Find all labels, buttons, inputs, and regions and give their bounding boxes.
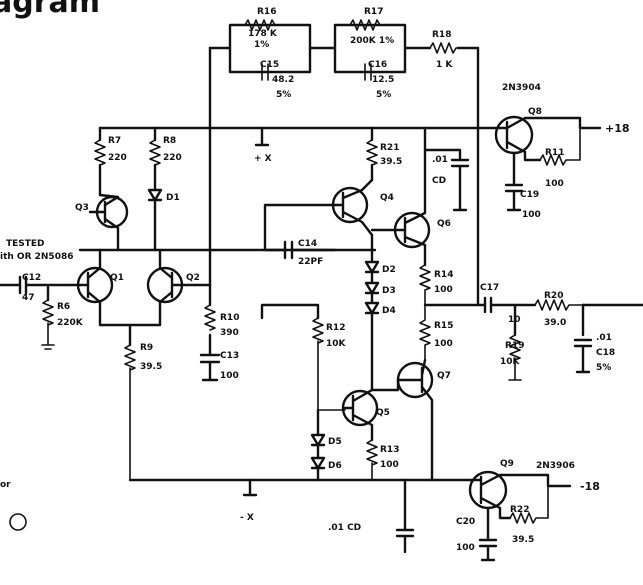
label-d1: D1 xyxy=(166,193,180,203)
label-c19: C19 xyxy=(520,190,539,200)
label-r8: R8 xyxy=(163,136,176,146)
value-r17: 200K 1% xyxy=(350,36,394,46)
value-c15: 48.2 xyxy=(272,75,294,85)
label-c18: C18 xyxy=(596,348,615,358)
label-r22: R22 xyxy=(510,505,529,515)
label-c12: C12 xyxy=(22,273,41,283)
value-c16: 12.5 xyxy=(372,75,394,85)
value-c20: 100 xyxy=(456,543,475,553)
value-r6: 220K xyxy=(57,318,84,328)
transistor-q5 xyxy=(341,378,400,442)
tol-c18: 5% xyxy=(596,363,611,373)
label-q9: Q9 xyxy=(500,459,514,469)
part-q9: 2N3906 xyxy=(536,461,575,471)
value-c13: 100 xyxy=(220,371,239,381)
label-q3: Q3 xyxy=(75,203,89,213)
label-d5: D5 xyxy=(328,437,342,447)
transistor-q4 xyxy=(331,178,374,237)
label-r21: R11 xyxy=(545,148,564,158)
tol-c16: 5% xyxy=(376,90,391,100)
rail-pos-ground xyxy=(254,126,270,147)
value-r21: 100 xyxy=(545,179,564,189)
label-r6: R6 xyxy=(57,302,70,312)
bottom-cap-label: .01 CD xyxy=(328,523,361,533)
label-c17: C17 xyxy=(480,283,499,293)
value-r8: 220 xyxy=(163,153,182,163)
label-r17: R17 xyxy=(364,7,383,17)
diagram-title: agram xyxy=(0,0,100,20)
transistor-q3 xyxy=(88,193,129,252)
label-q6: Q6 xyxy=(437,219,451,229)
transistor-q1 xyxy=(68,248,114,327)
label-q1: Q1 xyxy=(110,273,124,283)
label-q5: Q5 xyxy=(376,408,390,418)
value-c14: 22PF xyxy=(298,257,323,267)
value-c17: 10 xyxy=(508,315,521,325)
value-c19: 100 xyxy=(522,210,541,220)
label-r18: R18 xyxy=(432,30,451,40)
page-fragment: or xyxy=(0,480,11,490)
part-q8: 2N3904 xyxy=(502,83,541,93)
value-r18: 1 K xyxy=(436,60,453,70)
tol-c15: 5% xyxy=(276,90,291,100)
tol-c21: CD xyxy=(432,176,446,186)
label-c14: C14 xyxy=(298,239,317,249)
label-r13: R13 xyxy=(380,445,399,455)
feedback-network xyxy=(208,19,480,307)
label-r19: R19 xyxy=(505,341,524,351)
label-r14: R14 xyxy=(434,270,453,280)
value-r11: 39.5 xyxy=(380,157,402,167)
label-r10: R10 xyxy=(220,313,239,323)
label-r15: R15 xyxy=(434,321,453,331)
label-c16: C16 xyxy=(368,60,387,70)
value-c12: 47 xyxy=(22,293,35,303)
label-q2: Q2 xyxy=(186,273,200,283)
label-d2: D2 xyxy=(382,265,396,275)
note-tested: TESTED xyxy=(6,239,45,249)
label-q7: Q7 xyxy=(437,371,451,381)
circled-mark xyxy=(9,513,27,531)
value-r20: 39.0 xyxy=(544,318,566,328)
value-r13: 100 xyxy=(380,460,399,470)
transistor-q2 xyxy=(146,248,212,327)
supply-positive: +18 xyxy=(605,122,630,135)
value-r19: 10K xyxy=(500,357,521,367)
label-d6: D6 xyxy=(328,461,342,471)
value-r12: 10K xyxy=(326,339,347,349)
label-r20: R20 xyxy=(544,291,563,301)
value-r16: 178 K xyxy=(248,29,278,39)
tol-r16: 1% xyxy=(254,40,269,50)
rail-neg-label: - X xyxy=(240,513,254,523)
label-q8: Q8 xyxy=(528,107,542,117)
value-r14: 100 xyxy=(434,285,453,295)
value-c21: .01 xyxy=(432,155,448,165)
label-c20: C20 xyxy=(456,517,475,527)
label-r16: R16 xyxy=(257,7,276,17)
label-r11: R21 xyxy=(380,143,399,153)
label-c15: C15 xyxy=(260,60,279,70)
label-q4: Q4 xyxy=(380,193,394,203)
value-r15: 100 xyxy=(434,339,453,349)
rail-pos-label: + X xyxy=(254,154,272,164)
note-alt-part: ith OR 2N5086 xyxy=(0,252,74,262)
value-c18: .01 xyxy=(596,333,612,343)
label-r7: R7 xyxy=(108,136,121,146)
value-r10: 390 xyxy=(220,328,239,338)
transistor-q7 xyxy=(396,358,434,482)
label-r9: R9 xyxy=(140,343,153,353)
value-r7: 220 xyxy=(108,153,127,163)
label-r12: R12 xyxy=(326,323,345,333)
label-d3: D3 xyxy=(382,286,396,296)
label-c13: C13 xyxy=(220,351,239,361)
value-r9: 39.5 xyxy=(140,362,162,372)
label-d4: D4 xyxy=(382,306,396,316)
transistor-q6 xyxy=(370,126,431,267)
value-r22: 39.5 xyxy=(512,535,534,545)
supply-negative: -18 xyxy=(580,480,600,493)
